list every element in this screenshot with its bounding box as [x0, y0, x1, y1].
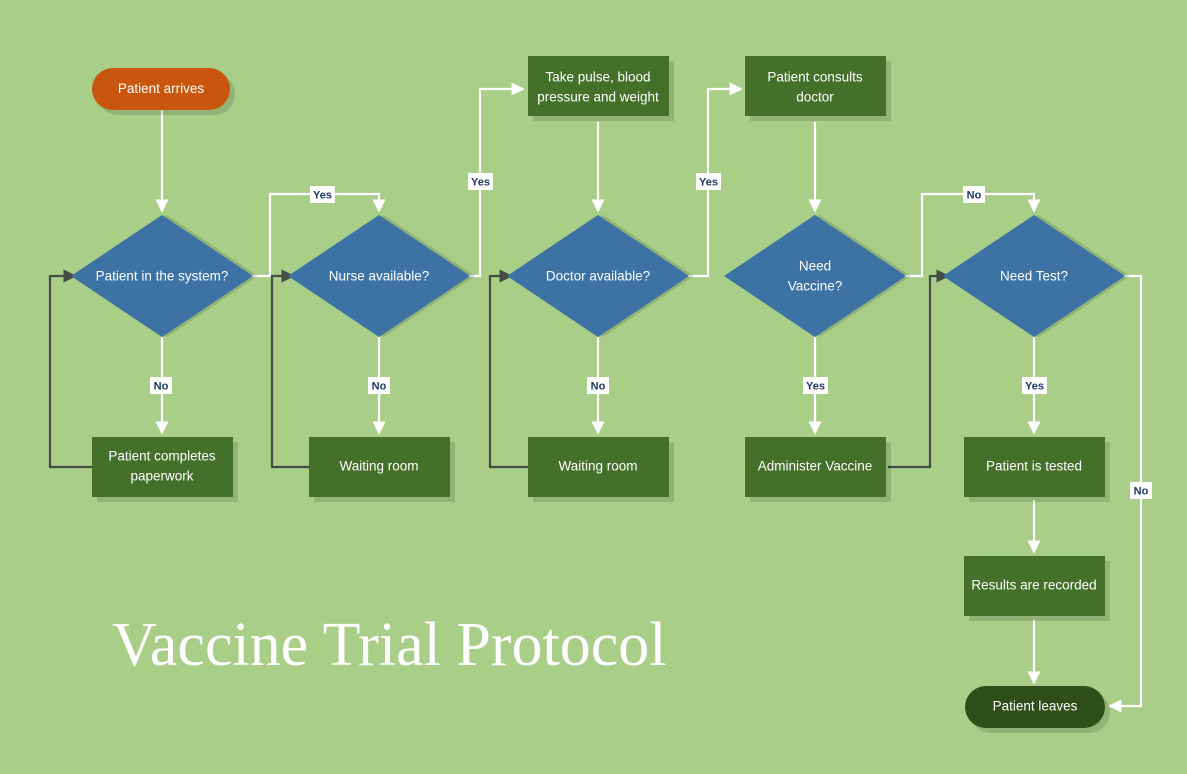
edge-waiting-room-2-loop-back: [488, 269, 528, 469]
node-label: Waiting room: [558, 459, 637, 474]
edge-paperwork-loop-back: [48, 269, 92, 469]
node-label-line1: Take pulse, blood: [545, 70, 650, 85]
edge-label-nurse-yes: Yes: [468, 173, 493, 190]
edge-label-doctor-no: No: [587, 377, 609, 394]
edge-label-text: Yes: [1025, 380, 1044, 392]
edge-label-test-no: No: [1130, 482, 1152, 499]
node-label-line2: paperwork: [130, 469, 193, 484]
node-label: Doctor available?: [546, 269, 650, 284]
edge-label-system-yes: Yes: [310, 186, 335, 203]
node-patient-completes-paperwork[interactable]: Patient completes paperwork: [92, 437, 238, 502]
node-patient-in-the-system[interactable]: Patient in the system?: [71, 215, 258, 337]
edge-label-vaccine-no: No: [963, 186, 985, 203]
edge-label-nurse-no: No: [368, 377, 390, 394]
node-patient-is-tested[interactable]: Patient is tested: [964, 437, 1110, 502]
edge-label-doctor-yes: Yes: [696, 173, 721, 190]
node-doctor-available[interactable]: Doctor available?: [507, 215, 694, 337]
edge-label-text: Yes: [699, 176, 718, 188]
node-label-line2: Vaccine?: [788, 279, 843, 294]
node-label: Need Test?: [1000, 269, 1068, 284]
node-label-line1: Patient consults: [767, 70, 863, 85]
edge-label-text: Yes: [313, 189, 332, 201]
node-label-line2: pressure and weight: [537, 90, 659, 105]
node-nurse-available[interactable]: Nurse available?: [288, 215, 475, 337]
node-label: Patient in the system?: [96, 269, 229, 284]
edge-label-text: No: [967, 189, 982, 201]
node-waiting-room-2[interactable]: Waiting room: [528, 437, 674, 502]
edge-label-text: No: [591, 380, 606, 392]
edge-label-text: No: [372, 380, 387, 392]
node-label: Patient arrives: [118, 81, 205, 96]
node-need-test[interactable]: Need Test?: [943, 215, 1130, 337]
node-take-vitals[interactable]: Take pulse, blood pressure and weight: [528, 56, 674, 121]
node-label-line2: doctor: [796, 90, 834, 105]
edge-label-text: Yes: [806, 380, 825, 392]
edge-system-yes-to-nurse: [250, 192, 386, 278]
node-label: Patient leaves: [993, 699, 1078, 714]
node-need-vaccine[interactable]: Need Vaccine?: [724, 215, 911, 337]
edge-label-text: No: [154, 380, 169, 392]
node-patient-leaves[interactable]: Patient leaves: [965, 686, 1110, 733]
edge-label-text: Yes: [471, 176, 490, 188]
node-administer-vaccine[interactable]: Administer Vaccine: [745, 437, 891, 502]
node-waiting-room-1[interactable]: Waiting room: [309, 437, 455, 502]
edge-label-test-yes: Yes: [1022, 377, 1047, 394]
node-label: Patient is tested: [986, 459, 1082, 474]
edge-label-system-no: No: [150, 377, 172, 394]
node-label-line1: Patient completes: [108, 449, 216, 464]
node-label: Waiting room: [339, 459, 418, 474]
node-label: Nurse available?: [329, 269, 430, 284]
edge-vaccine-no-to-need-test: [902, 192, 1041, 278]
node-label-line1: Need: [799, 259, 831, 274]
node-results-are-recorded[interactable]: Results are recorded: [964, 556, 1110, 621]
edge-label-vaccine-yes: Yes: [803, 377, 828, 394]
node-patient-consults-doctor[interactable]: Patient consults doctor: [745, 56, 891, 121]
edge-label-text: No: [1134, 485, 1149, 497]
edge-administer-to-need-test: [888, 269, 950, 469]
node-label: Results are recorded: [971, 578, 1096, 593]
diagram-title: Vaccine Trial Protocol: [112, 611, 667, 679]
node-label: Administer Vaccine: [758, 459, 873, 474]
edge-waiting-room-1-loop-back: [270, 269, 309, 469]
node-patient-arrives[interactable]: Patient arrives: [92, 68, 235, 115]
